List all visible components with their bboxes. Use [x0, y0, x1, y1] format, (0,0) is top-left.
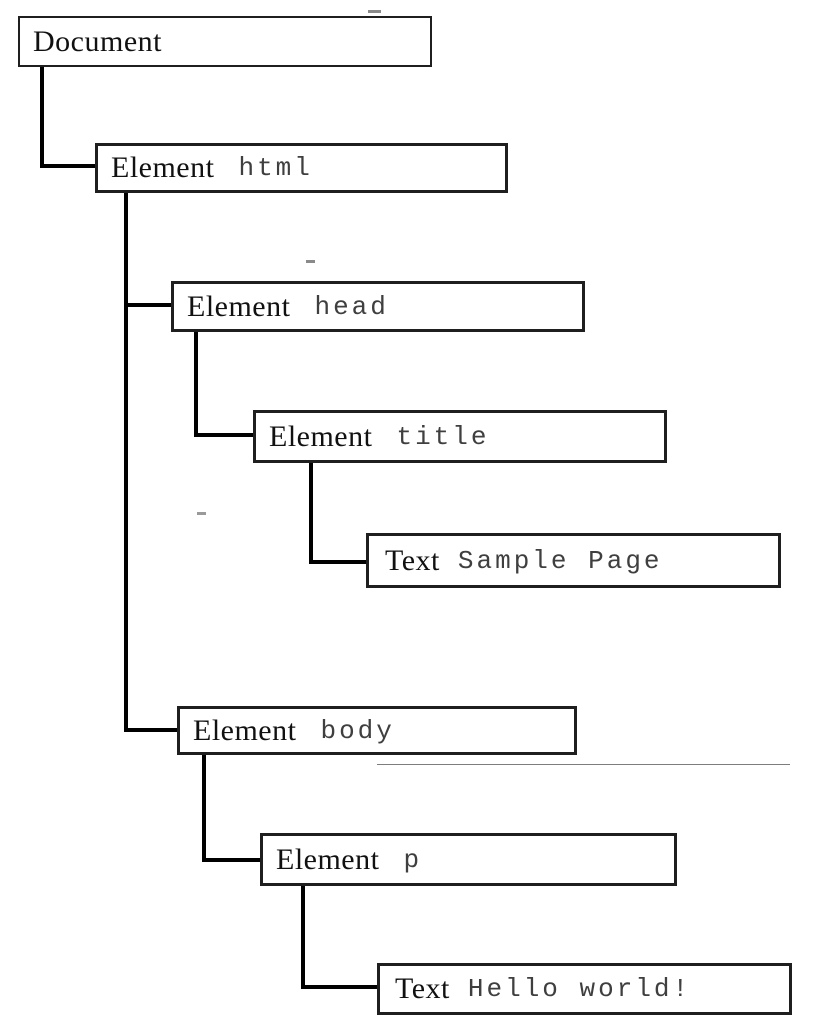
node-kind-label: Element — [111, 151, 215, 184]
tree-node-text-hello-world: Text Hello world! — [377, 963, 792, 1015]
connector-html-body-horizontal — [124, 728, 177, 732]
node-value-label: title — [396, 421, 490, 452]
connector-document-html-vertical — [40, 66, 44, 168]
connector-title-text-horizontal — [309, 560, 366, 564]
connector-p-text-vertical — [301, 885, 305, 989]
node-kind-label: Element — [187, 289, 291, 323]
tree-node-document: Document — [18, 16, 432, 67]
node-kind-label: Text — [385, 543, 440, 577]
node-value-label: Sample Page — [457, 545, 663, 576]
scan-artifact-line — [377, 764, 790, 765]
connector-body-p-horizontal — [202, 858, 260, 862]
connector-title-text-vertical — [309, 462, 313, 564]
connector-html-trunk-vertical — [124, 192, 128, 732]
scan-artifact-dash — [368, 10, 381, 13]
node-value-label: head — [314, 291, 389, 322]
node-kind-label: Text — [395, 972, 450, 1005]
node-value-label: html — [238, 153, 313, 183]
connector-document-html-horizontal — [40, 164, 95, 168]
node-value-label: p — [403, 844, 423, 875]
connector-body-p-vertical — [202, 754, 206, 862]
connector-head-title-vertical — [194, 331, 198, 437]
connector-head-title-horizontal — [194, 433, 253, 437]
scan-artifact-dash — [197, 512, 206, 515]
node-value-label: Hello world! — [467, 974, 692, 1004]
node-kind-label: Document — [33, 24, 162, 58]
node-kind-label: Element — [276, 842, 380, 876]
scan-artifact-dash — [306, 260, 315, 263]
tree-node-text-sample-page: Text Sample Page — [366, 533, 781, 588]
tree-node-element-p: Element p — [260, 833, 677, 886]
node-kind-label: Element — [193, 713, 297, 747]
node-value-label: body — [320, 715, 395, 746]
tree-node-element-title: Element title — [253, 410, 667, 463]
connector-p-text-horizontal — [301, 985, 377, 989]
tree-node-element-head: Element head — [171, 281, 585, 332]
tree-node-element-body: Element body — [177, 706, 577, 755]
node-kind-label: Element — [269, 419, 373, 453]
tree-node-element-html: Element html — [95, 143, 508, 193]
connector-html-head-horizontal — [124, 303, 171, 307]
